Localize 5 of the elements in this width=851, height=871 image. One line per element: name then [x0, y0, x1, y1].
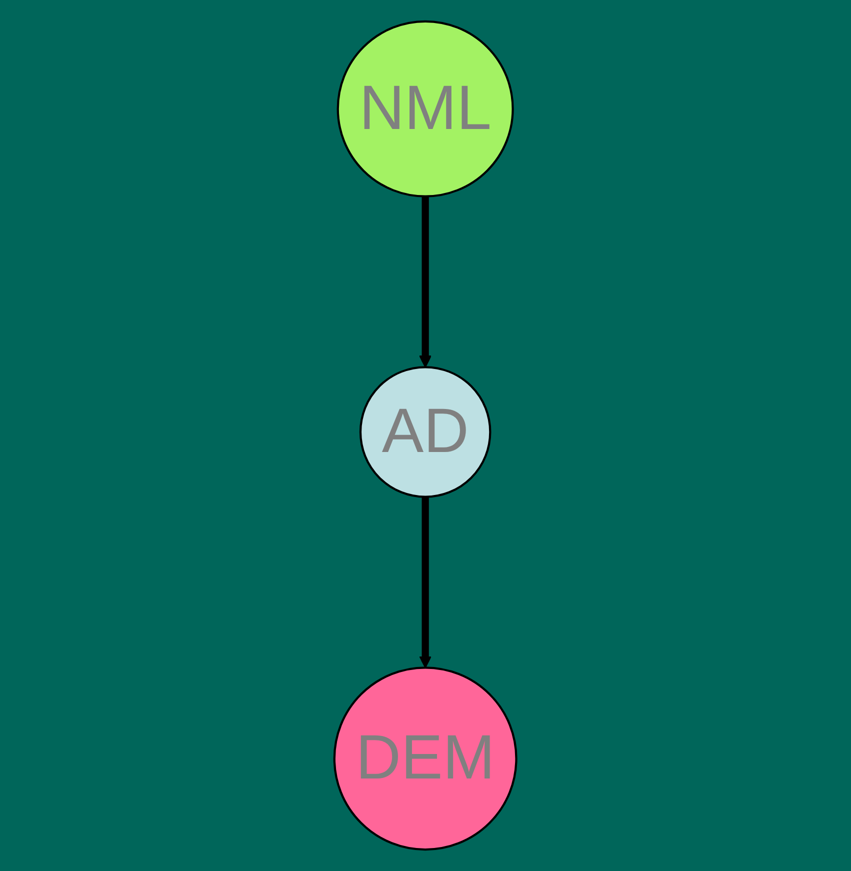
node-circle: DEM	[334, 666, 518, 851]
node-circle: NML	[336, 20, 514, 198]
arrow	[419, 496, 432, 668]
node-circle: AD	[360, 366, 492, 498]
arrow	[419, 196, 432, 368]
